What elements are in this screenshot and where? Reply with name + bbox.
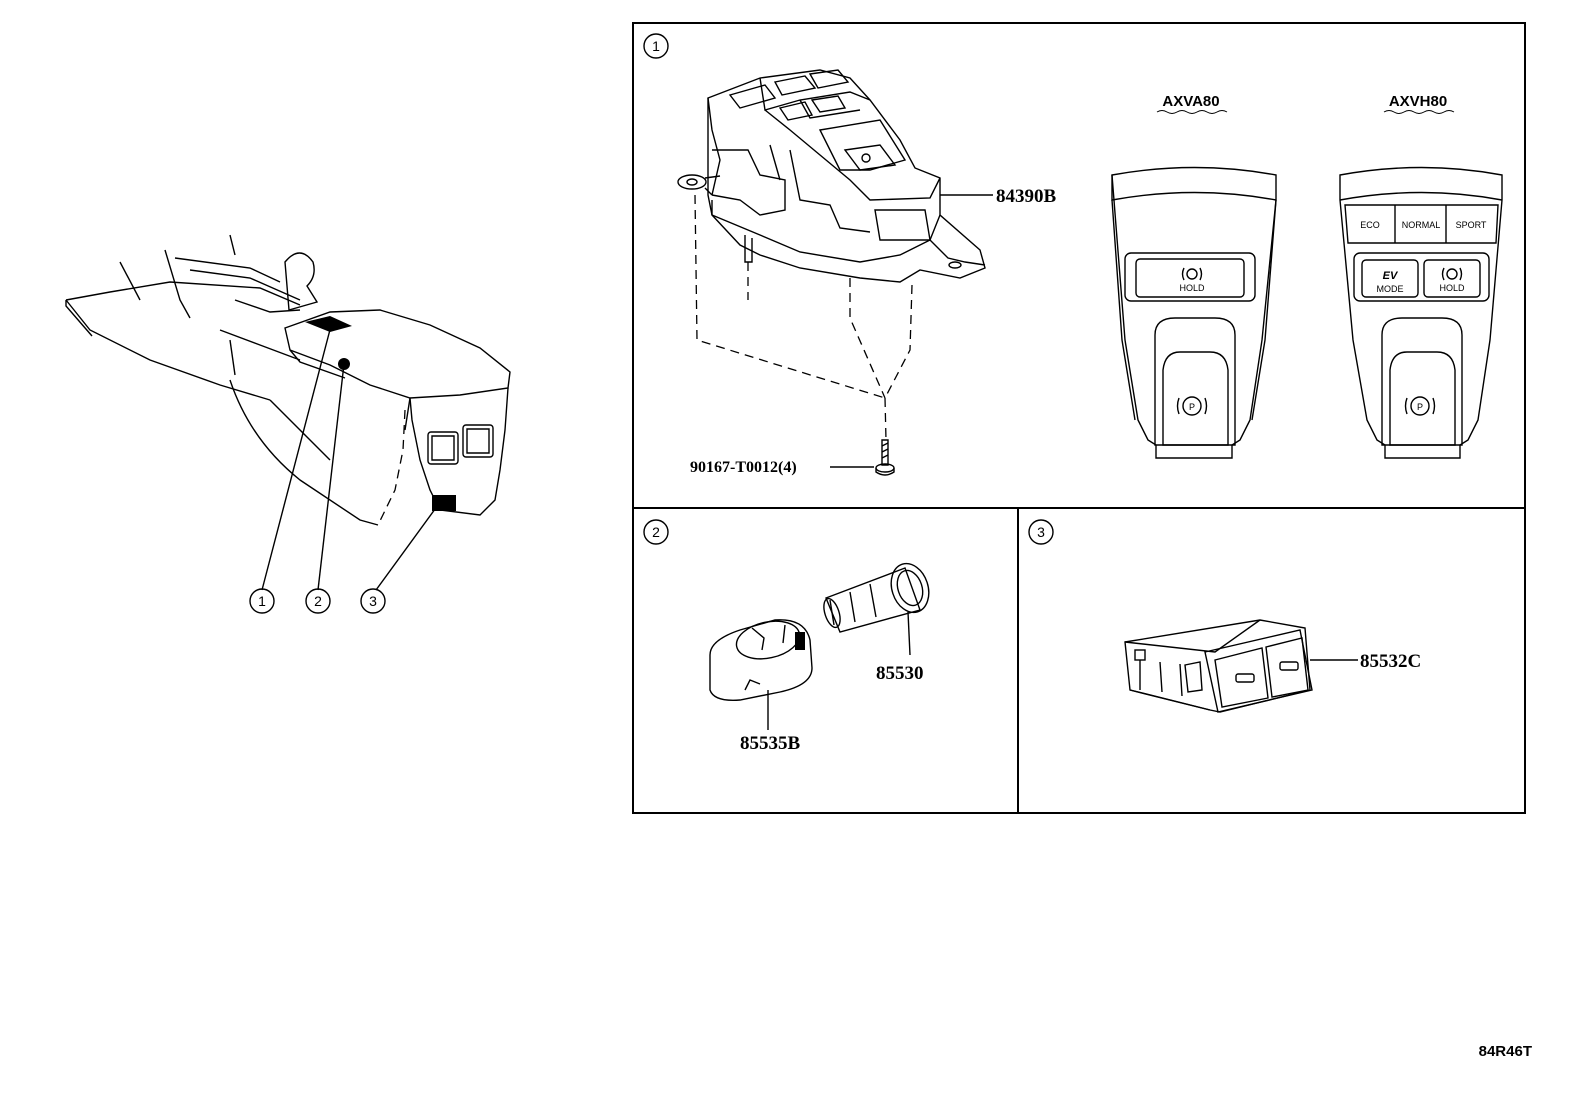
svg-text:3: 3 bbox=[1037, 524, 1045, 540]
model-underline-axva80 bbox=[1156, 110, 1228, 114]
part-number-usb: 85532C bbox=[1360, 651, 1421, 672]
screw-guide-lines bbox=[694, 194, 913, 441]
normal-mode-label: NORMAL bbox=[1402, 220, 1441, 230]
shift-switch-marker bbox=[305, 316, 352, 332]
parking-brake-label-b: P bbox=[1417, 402, 1423, 412]
parking-brake-icon-a bbox=[1182, 396, 1202, 416]
usb-port-icon-left bbox=[1235, 673, 1255, 683]
cap-grip-mark bbox=[795, 632, 805, 650]
svg-text:3: 3 bbox=[369, 593, 377, 609]
svg-text:1: 1 bbox=[652, 38, 660, 54]
svg-text:2: 2 bbox=[314, 593, 322, 609]
console-overview-illustration bbox=[65, 234, 511, 591]
panel-2-number: 2 bbox=[643, 519, 669, 545]
eco-mode-label: ECO bbox=[1360, 220, 1380, 230]
rear-usb-marker bbox=[432, 495, 456, 511]
part-number-switch: 84390B bbox=[996, 186, 1057, 207]
hold-button-label-a: HOLD bbox=[1179, 283, 1205, 293]
model-label-axva80: AXVA80 bbox=[1162, 93, 1219, 110]
part-number-socket: 85530 bbox=[876, 663, 924, 684]
panel-3: 3 85532C bbox=[1028, 519, 1421, 713]
callout-2: 2 bbox=[305, 588, 331, 614]
sport-mode-label: SPORT bbox=[1456, 220, 1487, 230]
bezel-axva80-illustration: HOLD P bbox=[1111, 166, 1277, 459]
callout-1: 1 bbox=[249, 588, 275, 614]
model-underline-axvh80 bbox=[1383, 110, 1455, 114]
socket-leader bbox=[907, 611, 911, 656]
usb-port-icon-right bbox=[1279, 661, 1299, 671]
model-label-axvh80: AXVH80 bbox=[1389, 93, 1447, 110]
panel-1: 1 bbox=[643, 33, 1503, 476]
parking-brake-icon-b bbox=[1410, 396, 1430, 416]
ev-mode-sublabel: MODE bbox=[1377, 284, 1404, 294]
part-number-screw: 90167-T0012(4) bbox=[690, 459, 797, 476]
socket-cap-illustration bbox=[709, 619, 813, 701]
hold-button-label-b: HOLD bbox=[1439, 283, 1465, 293]
brake-hold-icon-b bbox=[1446, 268, 1458, 280]
part-number-cap: 85535B bbox=[740, 733, 801, 754]
svg-text:1: 1 bbox=[258, 593, 266, 609]
panel-1-number: 1 bbox=[643, 33, 669, 59]
svg-text:2: 2 bbox=[652, 524, 660, 540]
detail-frame bbox=[632, 22, 1526, 814]
diagram-code: 84R46T bbox=[1479, 1043, 1532, 1060]
ev-mode-label: EV bbox=[1383, 270, 1399, 282]
parking-brake-label-a: P bbox=[1189, 402, 1195, 412]
power-socket-illustration bbox=[823, 562, 930, 633]
screw-illustration bbox=[875, 439, 895, 476]
panel-2: 2 85530 85535B bbox=[643, 519, 930, 754]
hold-button-frame-a bbox=[1124, 252, 1256, 302]
usb-module-illustration bbox=[1124, 619, 1313, 713]
brake-hold-icon bbox=[1186, 268, 1198, 280]
bezel-axvh80-illustration: ECO NORMAL SPORT EV MODE HOLD P bbox=[1339, 166, 1503, 459]
panel-3-number: 3 bbox=[1028, 519, 1054, 545]
callout-3: 3 bbox=[360, 588, 386, 614]
shift-switch-assembly-illustration bbox=[677, 69, 986, 283]
